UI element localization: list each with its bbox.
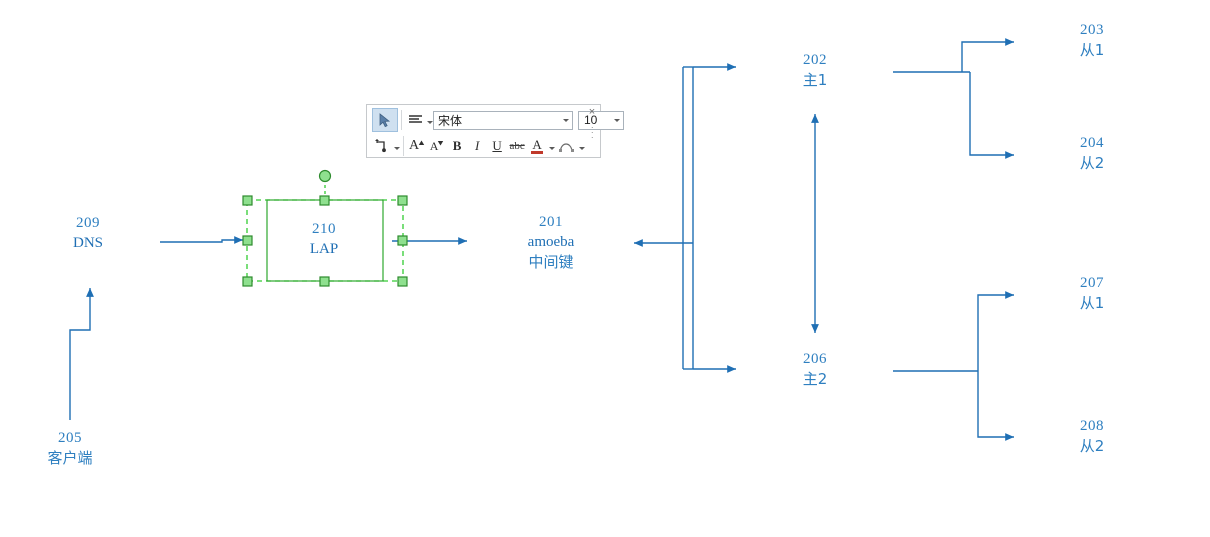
node-cjk-205: 客户端 xyxy=(47,449,93,467)
handle-middle-left[interactable] xyxy=(242,235,253,246)
curve-dropdown-caret-icon[interactable] xyxy=(579,147,586,150)
shrink-font-button[interactable]: A xyxy=(427,135,447,157)
bold-button[interactable]: B xyxy=(447,135,467,157)
font-color-caret-icon[interactable] xyxy=(549,147,556,150)
font-name-value: 宋体 xyxy=(438,113,463,128)
node-label-204: 204 从2 xyxy=(1052,133,1132,173)
grow-font-label: A xyxy=(409,138,420,153)
node-number-201: 201 xyxy=(539,214,563,230)
strikethrough-button[interactable]: abc xyxy=(507,135,527,157)
node-label-203: 203 从1 xyxy=(1052,20,1132,60)
toolbar-separator-2 xyxy=(403,136,404,156)
handle-bottom-right[interactable] xyxy=(397,276,408,287)
connector-glyph xyxy=(375,139,386,153)
edge-master2-riser-up xyxy=(977,291,1014,371)
font-color-label: A xyxy=(531,137,543,154)
underline-button[interactable]: U xyxy=(487,135,507,157)
node-label-206: 206 主2 xyxy=(775,349,855,389)
align-paragraph-icon[interactable] xyxy=(405,109,425,131)
handle-top-left[interactable] xyxy=(242,195,253,206)
node-label-205: 205 客户端 xyxy=(30,428,110,468)
node-cjk-203: 从1 xyxy=(1079,41,1105,59)
up-caret-icon xyxy=(418,140,425,145)
handle-bottom-center[interactable] xyxy=(319,276,330,287)
node-number-203: 203 xyxy=(1080,22,1104,38)
select-pointer-icon[interactable] xyxy=(372,108,398,132)
bold-label: B xyxy=(452,138,462,153)
node-number-205: 205 xyxy=(58,430,82,446)
node-cjk-207: 从1 xyxy=(1079,294,1105,312)
node-label-201: 201 amoeba 中间键 xyxy=(491,212,611,272)
edge-master1-riser-up xyxy=(961,38,1014,72)
edge-master2-riser-down xyxy=(977,371,1014,441)
node-cjk-206: 主2 xyxy=(802,370,828,388)
node-label-209: 209 DNS xyxy=(48,213,128,253)
handle-middle-right[interactable] xyxy=(397,235,408,246)
edge-dns-to-lap xyxy=(160,236,243,244)
toolbar-overflow-dots-icon[interactable]: ... xyxy=(591,120,594,140)
font-color-button[interactable]: A xyxy=(527,135,547,157)
node-label-202: 202 主1 xyxy=(775,50,855,90)
align-lines-glyph xyxy=(408,115,422,123)
down-caret-icon xyxy=(438,140,444,145)
handle-bottom-left[interactable] xyxy=(242,276,253,287)
curve-shape-button[interactable] xyxy=(557,135,577,157)
italic-label: I xyxy=(474,138,480,153)
selection-marquee[interactable] xyxy=(242,169,408,287)
pointer-arrow-glyph xyxy=(379,112,390,127)
node-label-210[interactable]: 210 LAP xyxy=(284,219,364,259)
node-number-204: 204 xyxy=(1080,135,1104,151)
node-cjk-201: 中间键 xyxy=(528,253,574,271)
font-size-value: 10 xyxy=(584,113,598,127)
node-number-202: 202 xyxy=(803,52,827,68)
align-dropdown-caret-icon[interactable] xyxy=(427,121,433,124)
node-label-208: 208 从2 xyxy=(1052,416,1132,456)
node-name-201: amoeba xyxy=(527,234,575,250)
line-connector-icon[interactable] xyxy=(372,135,392,157)
edge-client-to-dns xyxy=(69,288,94,420)
mini-formatting-toolbar[interactable]: 宋体 10 A A xyxy=(366,104,624,158)
italic-button[interactable]: I xyxy=(467,135,487,157)
node-number-209: 209 xyxy=(76,215,100,231)
underline-label: U xyxy=(492,138,502,153)
edge-master1-riser-down xyxy=(969,72,1014,159)
font-size-caret-icon[interactable] xyxy=(609,118,623,122)
shrink-font-label: A xyxy=(429,138,439,153)
node-number-206: 206 xyxy=(803,351,827,367)
handle-top-right[interactable] xyxy=(397,195,408,206)
node-cjk-204: 从2 xyxy=(1079,154,1105,172)
node-cjk-202: 主1 xyxy=(802,71,828,89)
strikethrough-label: abc xyxy=(509,140,525,152)
curve-glyph xyxy=(559,143,575,152)
toolbar-separator-1 xyxy=(401,110,402,130)
node-label-207: 207 从1 xyxy=(1052,273,1132,313)
node-number-208: 208 xyxy=(1080,418,1104,434)
node-cjk-208: 从2 xyxy=(1079,437,1105,455)
font-size-combo[interactable]: 10 xyxy=(578,110,624,130)
node-name-209: DNS xyxy=(72,235,103,251)
node-number-207: 207 xyxy=(1080,275,1104,291)
font-name-combo[interactable]: 宋体 xyxy=(433,110,573,130)
rotation-handle[interactable] xyxy=(318,169,332,183)
node-name-210: LAP xyxy=(309,241,339,257)
font-name-caret-icon[interactable] xyxy=(558,118,572,122)
connector-dropdown-caret-icon[interactable] xyxy=(394,147,400,150)
handle-top-center[interactable] xyxy=(319,195,330,206)
grow-font-button[interactable]: A xyxy=(407,135,427,157)
node-number-210: 210 xyxy=(312,221,336,237)
close-icon[interactable]: × xyxy=(588,106,596,118)
